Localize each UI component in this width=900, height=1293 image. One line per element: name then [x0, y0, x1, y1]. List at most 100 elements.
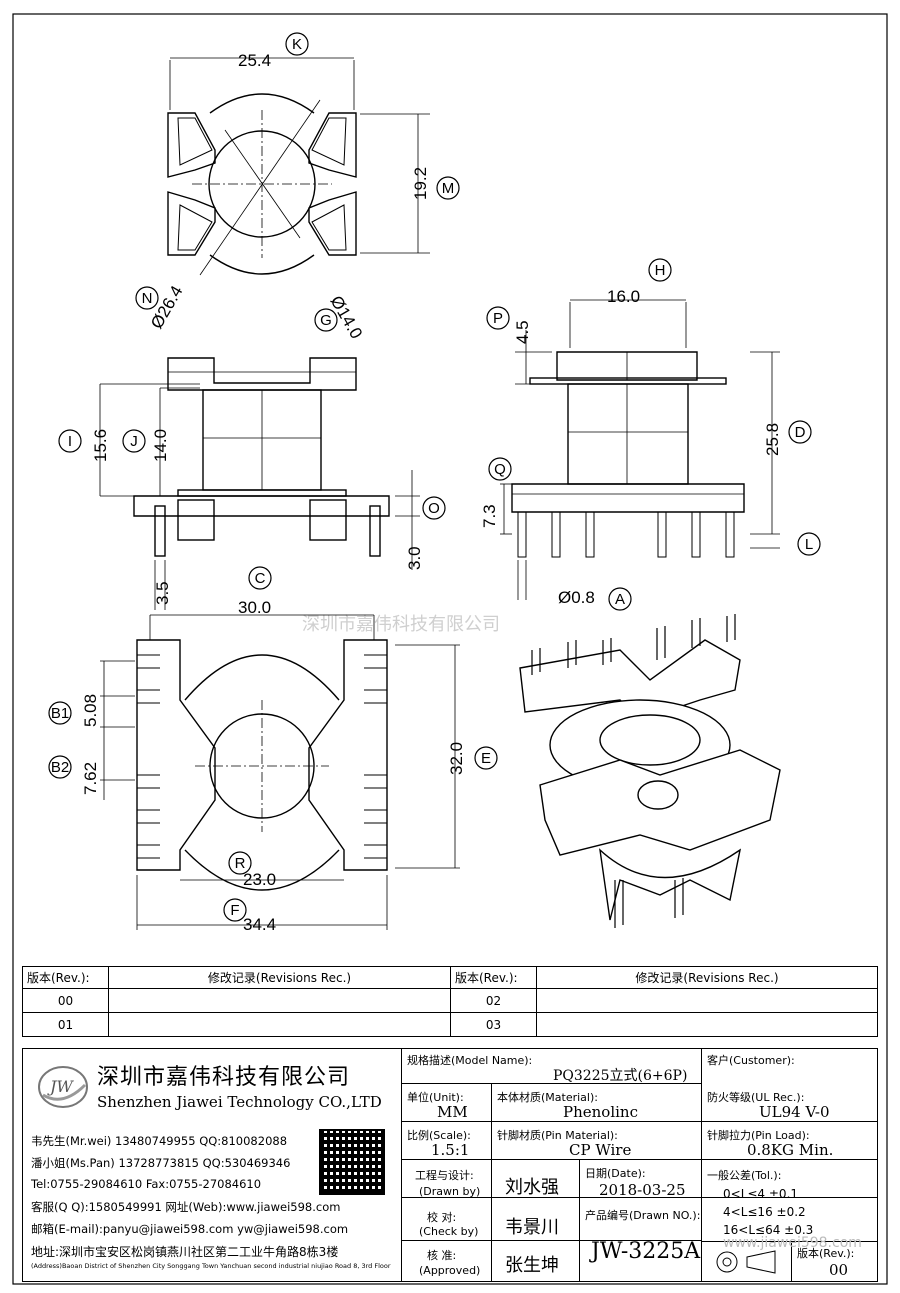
pin-load-value: 0.8KG Min.: [747, 1141, 834, 1159]
side-view: [500, 299, 780, 600]
dim-J: 14.0: [151, 429, 170, 462]
marker-label-N: N: [142, 290, 153, 307]
marker-label-I: I: [68, 433, 72, 450]
marker-label-R: R: [235, 855, 246, 872]
rec-cell: [108, 1012, 451, 1037]
marker-O: [422, 496, 446, 520]
contact-line: 客服(Q Q):1580549991 网址(Web):www.jiawei598…: [31, 1200, 341, 1214]
rec-cell: [108, 988, 451, 1013]
marker-R: [228, 851, 252, 875]
check-label-en: (Check by): [419, 1225, 479, 1238]
marker-B2: [48, 755, 72, 779]
contact-line: 邮箱(E-mail):panyu@jiawei598.com yw@jiawei…: [31, 1222, 349, 1236]
dim-C-small: 3.5: [153, 581, 172, 605]
projection-symbol-icon: [716, 1250, 776, 1274]
unit-value: MM: [437, 1103, 468, 1121]
dim-Q: 7.3: [480, 504, 499, 528]
marker-F: [223, 898, 247, 922]
marker-label-D: D: [795, 424, 806, 441]
revision-header-row: 版本(Rev.): 修改记录(Revisions Rec.) 版本(Rev.):…: [22, 966, 878, 989]
drawn-no-value: JW-3225A: [591, 1239, 701, 1264]
address-line-en: (Address)Baoan District of Shenzhen City…: [31, 1262, 391, 1270]
contact-line: Tel:0755-29084610 Fax:0755-27084610: [31, 1177, 262, 1191]
marker-label-L: L: [805, 536, 813, 553]
company-name: 深圳市嘉伟科技有限公司: [97, 1065, 351, 1090]
pin-material-label: 针脚材质(Pin Material):: [497, 1129, 618, 1142]
marker-label-B2: B2: [51, 759, 69, 776]
version-label: 版本(Rev.):: [797, 1247, 855, 1260]
dim-I: 15.6: [91, 429, 110, 462]
drawn-label: 工程与设计:: [415, 1169, 474, 1182]
scale-label: 比例(Scale):: [407, 1129, 471, 1142]
drawn-no-label: 产品编号(Drawn NO.):: [585, 1209, 701, 1222]
tol-line: 0<L≤4 ±0.1: [723, 1187, 799, 1201]
dim-C: 30.0: [238, 598, 271, 617]
marker-label-K: K: [292, 36, 302, 53]
marker-I: [58, 429, 82, 453]
rev-cell: 03: [450, 1012, 537, 1037]
dim-K: 25.4: [238, 51, 271, 70]
marker-K: [285, 32, 309, 56]
marker-Q: [488, 457, 512, 481]
marker-M: [436, 176, 460, 200]
dim-D: 25.8: [763, 423, 782, 456]
marker-label-A: A: [615, 591, 625, 608]
rev-col-header: 版本(Rev.):: [22, 966, 109, 989]
rec-cell: [536, 988, 878, 1013]
isometric-view: [519, 614, 781, 928]
dim-H: 16.0: [607, 287, 640, 306]
logo-text: JW: [47, 1077, 74, 1096]
marker-N: [135, 286, 159, 310]
version-value: 00: [829, 1261, 849, 1279]
marker-L: [797, 532, 821, 556]
revision-table: 版本(Rev.): 修改记录(Revisions Rec.) 版本(Rev.):…: [22, 966, 878, 1037]
marker-label-O: O: [428, 500, 440, 517]
marker-label-H: H: [655, 262, 666, 279]
marker-C: [248, 566, 272, 590]
marker-G: [314, 308, 338, 332]
approve-value: 张生坤: [505, 1255, 559, 1276]
marker-A: [608, 587, 632, 611]
rev-cell: 00: [22, 988, 109, 1013]
material-value: Phenolinc: [563, 1103, 638, 1121]
unit-label: 单位(Unit):: [407, 1091, 464, 1104]
date-value: 2018-03-25: [599, 1181, 686, 1199]
sheet-border: [12, 13, 888, 1285]
contact-line: 韦先生(Mr.wei) 13480749955 QQ:810082088: [31, 1134, 288, 1148]
customer-label: 客户(Customer):: [707, 1054, 795, 1067]
site-watermark: www.jiawei598.com: [723, 1235, 862, 1251]
ul-label: 防火等级(UL Rec.):: [707, 1091, 805, 1104]
drawn-value: 刘水强: [505, 1177, 559, 1198]
check-value: 韦景川: [505, 1217, 559, 1238]
dim-B2: 7.62: [81, 762, 100, 795]
marker-H: [648, 258, 672, 282]
rec-col-header-2: 修改记录(Revisions Rec.): [536, 966, 878, 989]
marker-label-Q: Q: [494, 461, 506, 478]
scale-value: 1.5:1: [431, 1141, 470, 1159]
table-row: 00 02: [22, 988, 878, 1013]
marker-label-B1: B1: [51, 705, 69, 722]
company-panel: JW 深圳市嘉伟科技有限公司 Shenzhen Jiawei Technolog…: [23, 1049, 402, 1281]
dim-M: 19.2: [411, 167, 430, 200]
pin-load-label: 针脚拉力(Pin Load):: [707, 1129, 810, 1142]
marker-D: [788, 420, 812, 444]
model-value: PQ3225立式(6+6P): [553, 1068, 688, 1084]
model-label: 规格描述(Model Name):: [407, 1054, 533, 1067]
dim-R: 23.0: [243, 870, 276, 889]
dim-P: 4.5: [513, 320, 532, 344]
date-label: 日期(Date):: [585, 1167, 646, 1180]
front-view: [99, 357, 420, 610]
tol-label: 一般公差(Tol.):: [707, 1169, 782, 1182]
tol-line: 16<L≤64 ±0.3: [723, 1223, 814, 1237]
marker-B1: [48, 701, 72, 725]
watermark: 深圳市嘉伟科技有限公司: [302, 614, 500, 635]
dim-F: 34.4: [243, 915, 276, 934]
dim-O: 3.0: [405, 546, 424, 570]
address-line: 地址:深圳市宝安区松岗镇燕川社区第二工业牛角路8栋3楼: [31, 1245, 339, 1259]
marker-circles: [48, 32, 821, 922]
ul-value: UL94 V-0: [759, 1103, 830, 1121]
rec-col-header: 修改记录(Revisions Rec.): [108, 966, 451, 989]
marker-label-E: E: [481, 750, 491, 767]
